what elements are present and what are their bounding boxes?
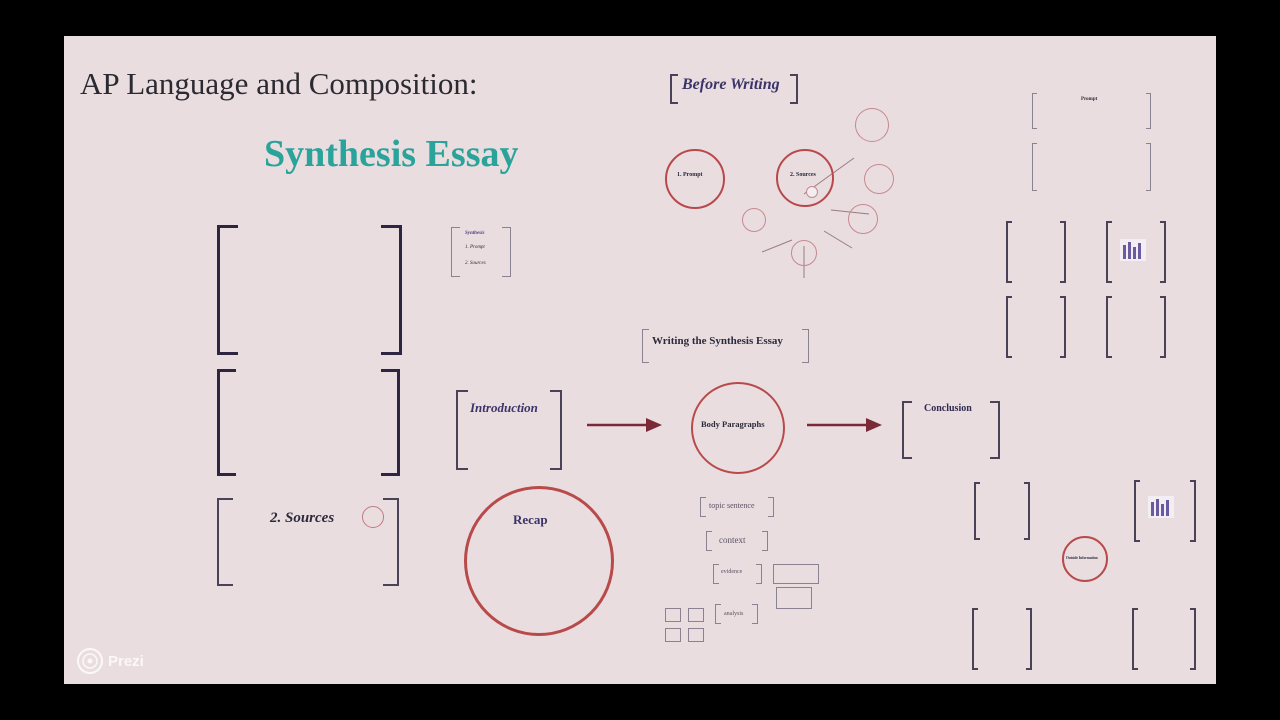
outside-information-label: Outside Information — [1066, 556, 1098, 560]
legend-item-prompt: 1. Prompt — [465, 245, 485, 250]
source-node[interactable] — [864, 164, 894, 194]
frame-bracket-right[interactable] — [383, 498, 399, 586]
conclusion-bracket-right[interactable] — [990, 401, 1000, 459]
source-card-bracket-right[interactable] — [1190, 608, 1196, 670]
writing-heading[interactable]: Writing the Synthesis Essay — [652, 335, 783, 347]
evidence-card[interactable] — [776, 587, 812, 609]
arrow-right-icon — [807, 418, 882, 432]
context-label[interactable]: context — [719, 535, 746, 545]
item-bracket-left — [700, 497, 706, 517]
frame-bracket-right[interactable] — [381, 225, 402, 355]
introduction-title[interactable]: Introduction — [470, 400, 538, 415]
source-node[interactable] — [742, 208, 766, 232]
source-card-bracket-left[interactable] — [972, 608, 978, 670]
source-node[interactable] — [848, 204, 878, 234]
outside-information-circle[interactable] — [1062, 536, 1108, 582]
chart-thumbnail-icon — [1148, 496, 1174, 518]
source-card-bracket-right[interactable] — [1190, 480, 1196, 542]
page-title: AP Language and Composition: — [80, 66, 478, 101]
item-bracket-right — [762, 531, 768, 551]
item-bracket-left — [706, 531, 712, 551]
mind-map-connectors — [761, 157, 870, 278]
source-card-bracket-left[interactable] — [974, 482, 980, 540]
body-paragraphs-label: Body Paragraphs — [701, 419, 765, 429]
analysis-card[interactable] — [665, 628, 681, 642]
prompt-circle-label: 1. Prompt — [677, 172, 703, 178]
recap-circle[interactable] — [464, 486, 614, 636]
prezi-logo-text: Prezi — [108, 652, 144, 670]
arrow-right-icon — [587, 418, 662, 432]
item-bracket-left — [713, 564, 719, 584]
legend-bracket-right — [502, 227, 511, 277]
item-bracket-left — [715, 604, 721, 624]
frame-bracket-right[interactable] — [381, 369, 400, 476]
before-writing-bracket-left — [670, 74, 678, 104]
source-card-bracket-left[interactable] — [1106, 221, 1112, 283]
source-card-bracket-right[interactable] — [1060, 221, 1066, 283]
frame-bracket-left[interactable] — [217, 225, 238, 355]
legend-item-sources: 2. Sources — [465, 261, 486, 266]
conclusion-bracket-left[interactable] — [902, 401, 912, 459]
legend-bracket-left — [451, 227, 460, 277]
source-card-bracket-right[interactable] — [1160, 296, 1166, 358]
body-paragraphs-circle[interactable] — [691, 382, 785, 474]
chart-thumbnail-icon — [1120, 239, 1146, 261]
prompt-circle[interactable] — [665, 149, 725, 209]
page-subtitle: Synthesis Essay — [264, 133, 519, 175]
analysis-label[interactable]: analysis — [724, 611, 744, 617]
before-writing-bracket-right — [790, 74, 798, 104]
conclusion-title[interactable]: Conclusion — [924, 403, 972, 414]
source-card-bracket-left[interactable] — [1132, 608, 1138, 670]
sources-mini-circle[interactable] — [362, 506, 384, 528]
source-card-bracket-left[interactable] — [1134, 480, 1140, 542]
prompt-card-bracket-left — [1032, 93, 1037, 129]
writing-bracket-left — [642, 329, 649, 363]
item-bracket-right — [756, 564, 762, 584]
analysis-card[interactable] — [665, 608, 681, 622]
source-card-bracket-left[interactable] — [1006, 221, 1012, 283]
writing-bracket-right — [802, 329, 809, 363]
task-card-bracket-right — [1146, 143, 1151, 191]
analysis-card[interactable] — [688, 628, 704, 642]
source-card-bracket-right[interactable] — [1026, 608, 1032, 670]
evidence-card[interactable] — [773, 564, 819, 584]
prezi-canvas[interactable]: AP Language and Composition: Synthesis E… — [64, 36, 1216, 684]
task-card-bracket-left — [1032, 143, 1037, 191]
before-writing-heading[interactable]: Before Writing — [682, 76, 780, 93]
sources-circle-label: 2. Sources — [790, 172, 816, 178]
source-card-bracket-right[interactable] — [1060, 296, 1066, 358]
item-bracket-right — [768, 497, 774, 517]
prompt-card-title[interactable]: Prompt — [1081, 97, 1098, 102]
topic-sentence-label[interactable]: topic sentence — [709, 501, 755, 510]
recap-label[interactable]: Recap — [513, 512, 548, 527]
legend-title: Synthesis — [465, 231, 485, 236]
frame-bracket-left[interactable] — [217, 498, 233, 586]
source-card-bracket-right[interactable] — [1024, 482, 1030, 540]
source-card-bracket-left[interactable] — [1006, 296, 1012, 358]
evidence-label[interactable]: evidence — [721, 569, 743, 575]
source-node[interactable] — [806, 186, 818, 198]
prompt-card-bracket-right — [1146, 93, 1151, 129]
source-card-bracket-left[interactable] — [1106, 296, 1112, 358]
introduction-bracket-left[interactable] — [456, 390, 468, 470]
sources-circle[interactable] — [776, 149, 834, 207]
introduction-bracket-right[interactable] — [550, 390, 562, 470]
analysis-card[interactable] — [688, 608, 704, 622]
sources-frame-title[interactable]: 2. Sources — [270, 510, 335, 526]
prezi-logo-icon — [77, 648, 103, 674]
source-node[interactable] — [855, 108, 889, 142]
source-card-bracket-right[interactable] — [1160, 221, 1166, 283]
item-bracket-right — [752, 604, 758, 624]
frame-bracket-left[interactable] — [217, 369, 236, 476]
source-node[interactable] — [791, 240, 817, 266]
prezi-logo[interactable]: Prezi — [76, 646, 144, 676]
